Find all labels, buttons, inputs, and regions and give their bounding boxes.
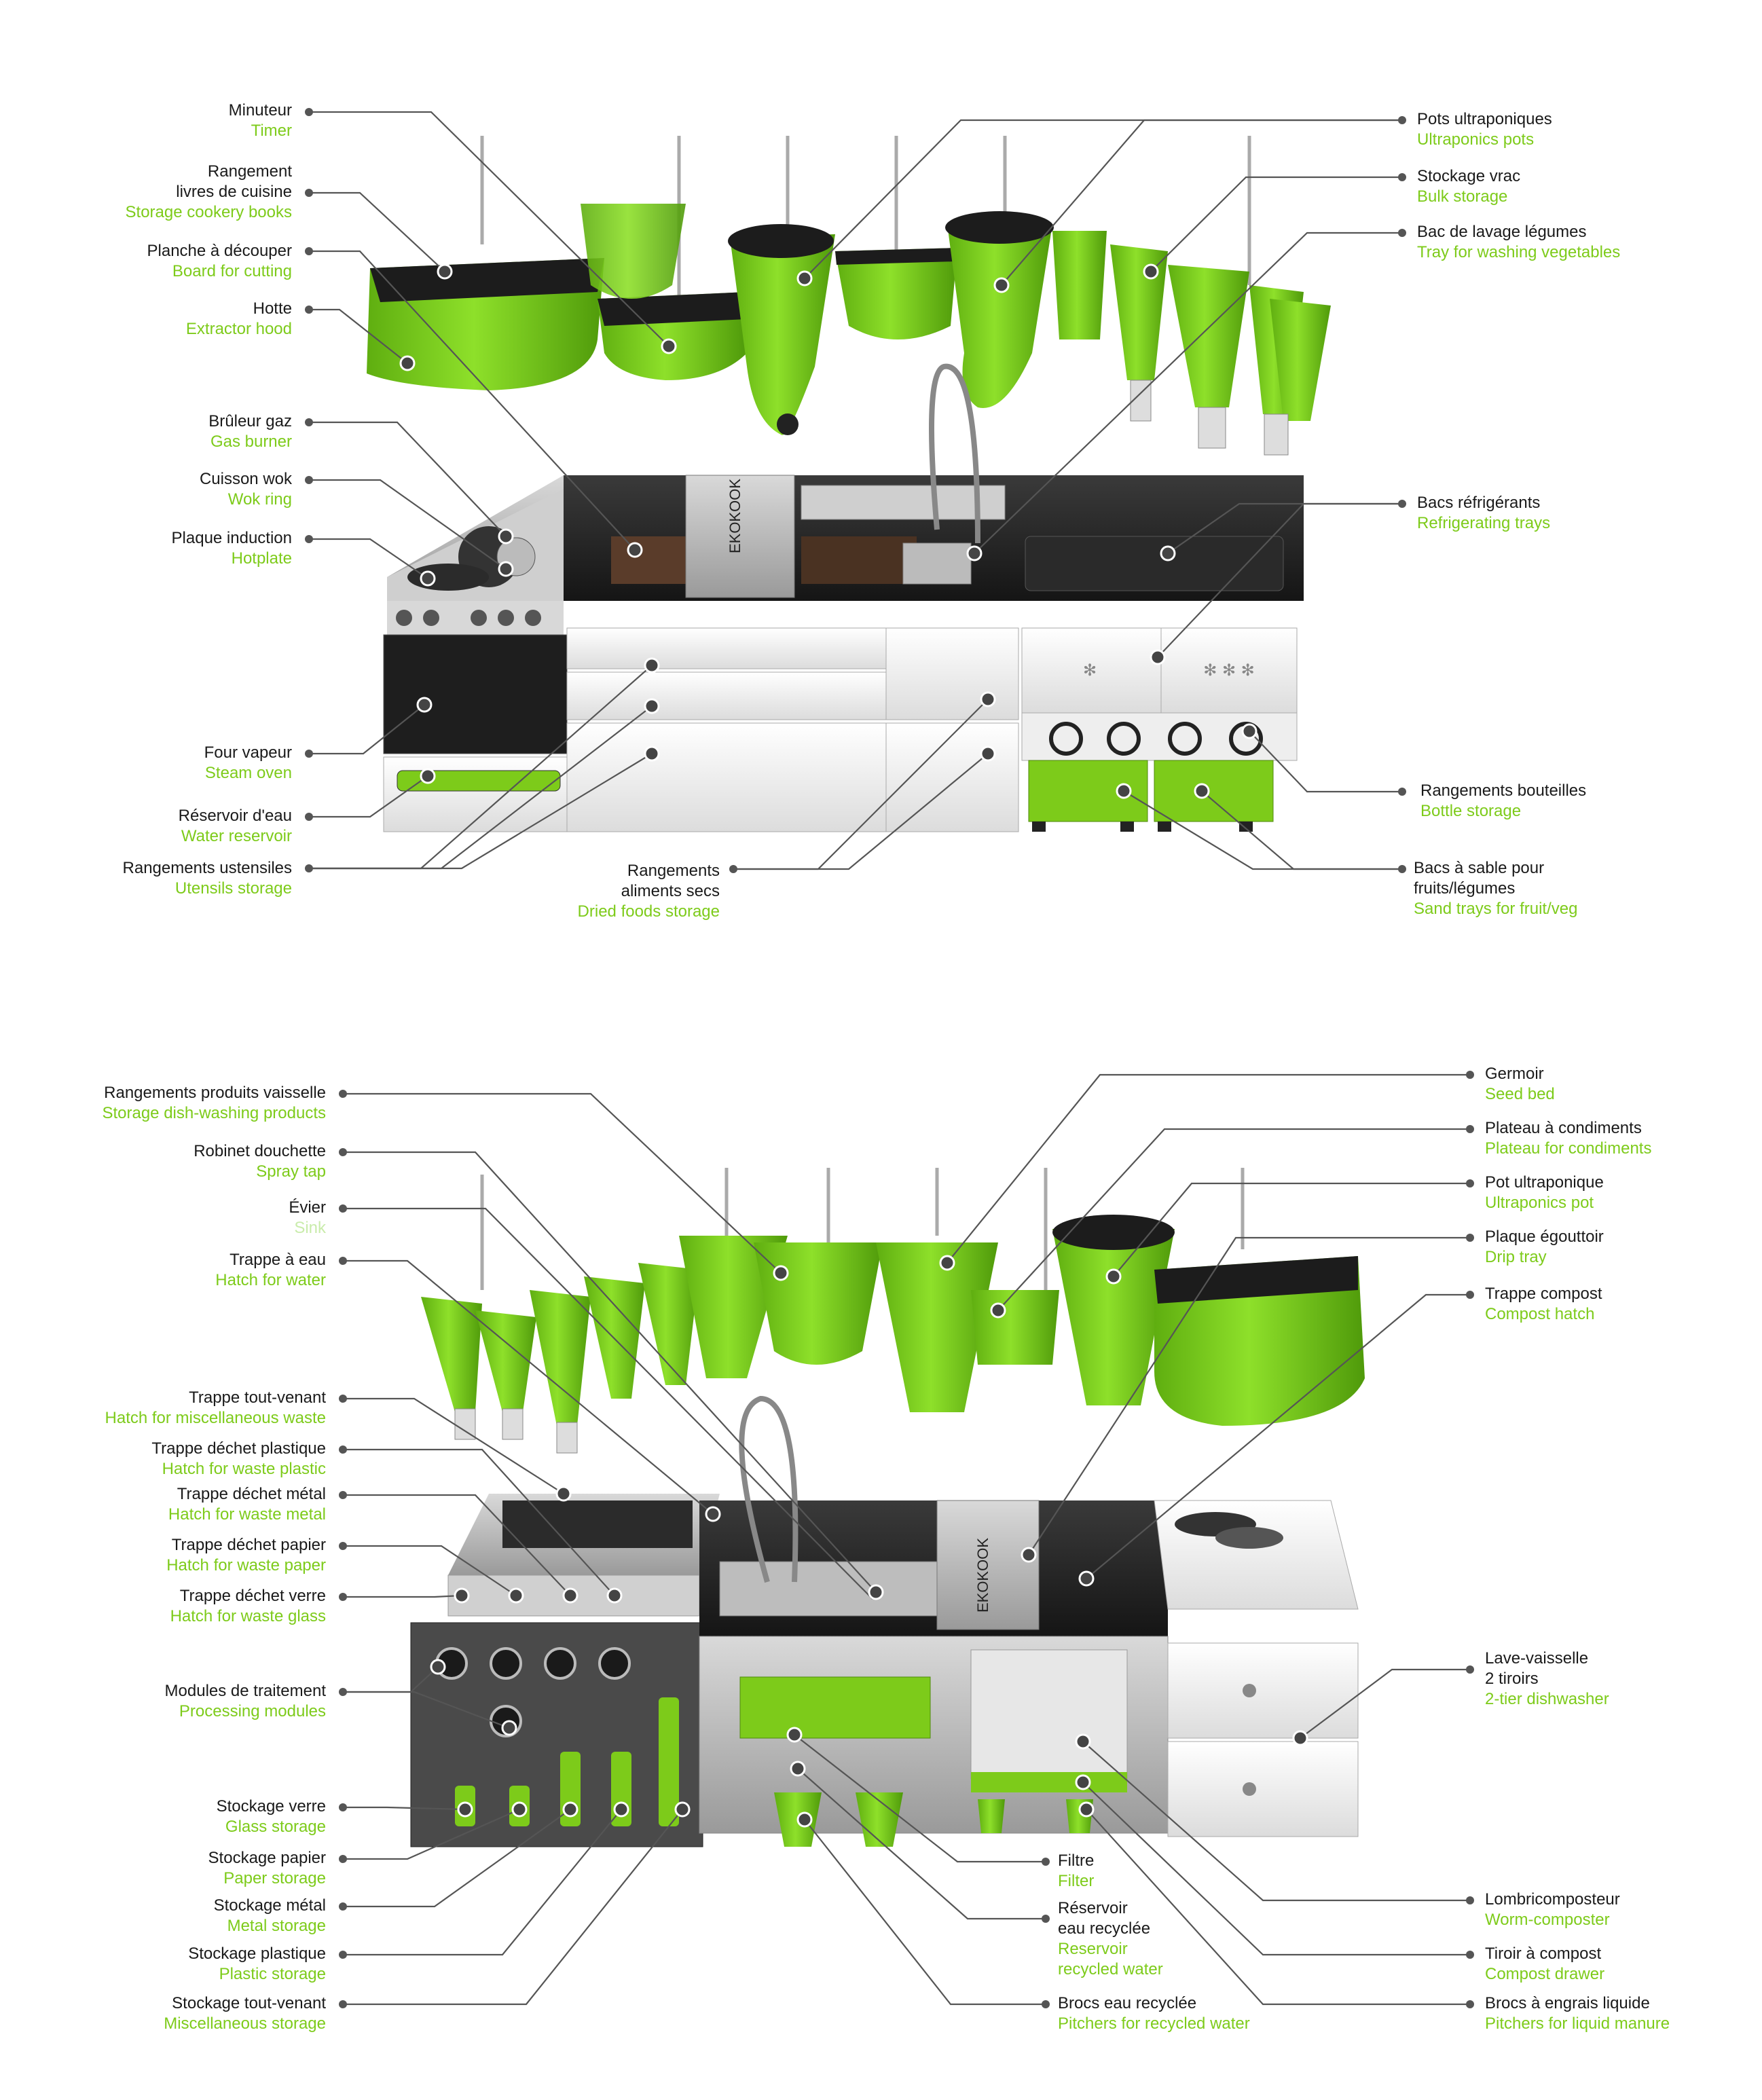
fridge-mark-single: ✻	[1083, 661, 1097, 680]
label-gas-burner: Brûleur gaz Gas burner	[208, 412, 292, 451]
label-seed-bed: Germoir Seed bed	[1485, 1065, 1555, 1103]
label-plastic-waste-hatch: Trappe déchet plastique Hatch for waste …	[151, 1439, 326, 1478]
top-board-brand: EKOKOOK	[727, 479, 744, 553]
label-sink: Évier Sink	[289, 1198, 326, 1237]
label-liquid-manure-pitchers: Brocs à engrais liquide Pitchers for liq…	[1485, 1994, 1670, 2033]
label-steam-oven: Four vapeur Steam oven	[204, 743, 292, 782]
label-sand-trays: Bacs à sable pour fruits/légumes Sand tr…	[1414, 859, 1578, 918]
label-miscellaneous-waste-hatch: Trappe tout-venant Hatch for miscellaneo…	[105, 1388, 326, 1427]
label-compost-drawer: Tiroir à compost Compost drawer	[1485, 1945, 1605, 1983]
label-paper-waste-hatch: Trappe déchet papier Hatch for waste pap…	[166, 1536, 326, 1574]
label-dishwashing-products-storage: Rangements produits vaisselle Storage di…	[102, 1084, 326, 1122]
label-extractor-hood: Hotte Extractor hood	[185, 299, 292, 338]
label-compost-hatch: Trappe compost Compost hatch	[1485, 1285, 1602, 1323]
label-plastic-storage: Stockage plastique Plastic storage	[188, 1945, 326, 1983]
label-recycled-water-reservoir: Réservoir eau recyclée Reservoir recycle…	[1058, 1899, 1163, 1978]
label-metal-waste-hatch: Trappe déchet métal Hatch for waste meta…	[168, 1485, 326, 1524]
label-glass-storage: Stockage verre Glass storage	[216, 1797, 326, 1836]
label-utensils-storage: Rangements ustensiles Utensils storage	[122, 859, 292, 898]
top-cooking-island: EKOKOOK	[383, 363, 1304, 832]
label-water-hatch: Trappe à eau Hatch for water	[215, 1251, 326, 1289]
leader-dots	[305, 108, 1474, 2008]
label-vegetable-washing-tray: Bac de lavage légumes Tray for washing v…	[1417, 223, 1621, 261]
label-cookbook-storage: Rangement livres de cuisine Storage cook…	[125, 162, 292, 221]
label-recycled-water-pitchers: Brocs eau recyclée Pitchers for recycled…	[1058, 1994, 1250, 2033]
label-hotplate: Plaque induction Hotplate	[171, 529, 292, 568]
label-ultraponics-pot: Pot ultraponique Ultraponics pot	[1485, 1173, 1604, 1212]
label-paper-storage: Stockage papier Paper storage	[208, 1849, 326, 1887]
label-glass-waste-hatch: Trappe déchet verre Hatch for waste glas…	[170, 1587, 326, 1625]
bottom-island: EKOKOOK	[410, 1395, 1359, 1847]
label-bottle-storage: Rangements bouteilles Bottle storage	[1420, 781, 1587, 820]
top-suspended-pods	[367, 136, 1331, 456]
label-metal-storage: Stockage métal Metal storage	[213, 1896, 326, 1935]
bottom-board-brand: EKOKOOK	[974, 1538, 991, 1613]
fridge-mark-triple: ✻ ✻ ✻	[1203, 661, 1255, 680]
label-filter: Filtre Filter	[1058, 1852, 1095, 1890]
label-worm-composter: Lombricomposteur Worm-composter	[1485, 1890, 1620, 1929]
label-water-reservoir: Réservoir d'eau Water reservoir	[178, 807, 292, 845]
label-bulk-storage: Stockage vrac Bulk storage	[1417, 167, 1521, 206]
leader-lines	[309, 111, 1470, 2006]
bottom-suspended-pods	[421, 1168, 1365, 1454]
label-refrigerating-trays: Bacs réfrigérants Refrigerating trays	[1417, 494, 1551, 532]
label-drip-tray: Plaque égouttoir Drip tray	[1485, 1228, 1604, 1266]
label-processing-modules: Modules de traitement Processing modules	[164, 1682, 326, 1720]
label-dishwasher: Lave-vaisselle 2 tiroirs 2-tier dishwash…	[1485, 1649, 1609, 1708]
label-ultraponics-pots: Pots ultraponiques Ultraponics pots	[1417, 110, 1552, 149]
label-dried-foods-storage: Rangements aliments secs Dried foods sto…	[577, 862, 720, 921]
label-condiments-plateau: Plateau à condiments Plateau for condime…	[1485, 1119, 1652, 1158]
label-cutting-board: Planche à découper Board for cutting	[147, 242, 293, 280]
label-wok-ring: Cuisson wok Wok ring	[199, 470, 292, 509]
label-spray-tap: Robinet douchette Spray tap	[194, 1142, 326, 1181]
label-miscellaneous-storage: Stockage tout-venant Miscellaneous stora…	[164, 1994, 326, 2033]
label-timer: Minuteur Timer	[228, 101, 292, 140]
